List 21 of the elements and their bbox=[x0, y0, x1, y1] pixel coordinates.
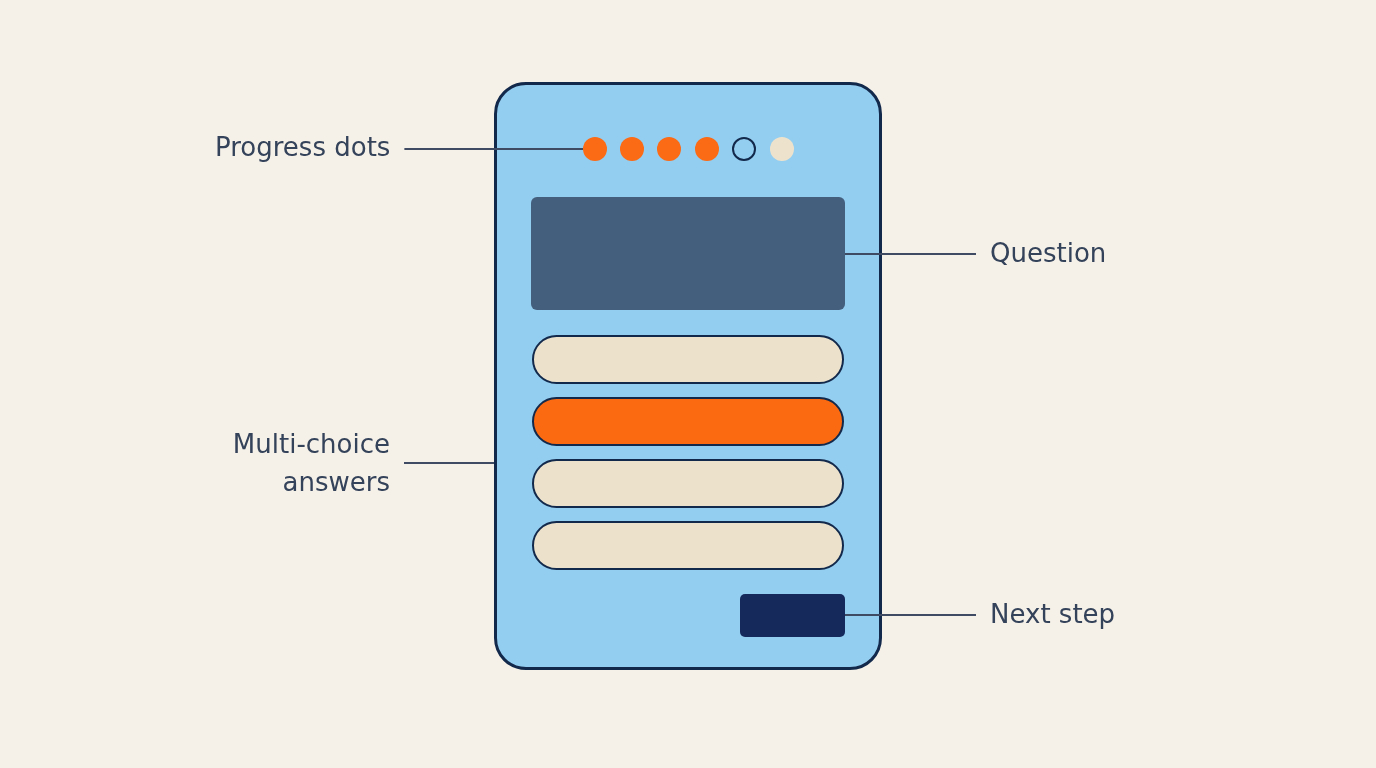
question-panel bbox=[531, 197, 845, 310]
leader-line bbox=[844, 614, 977, 616]
callout-label: Progress dots bbox=[215, 132, 391, 163]
phone-mockup bbox=[494, 82, 882, 670]
progress-ring-icon bbox=[732, 137, 756, 161]
progress-dot-icon bbox=[620, 137, 644, 161]
callout-label: Question bbox=[990, 238, 1107, 269]
leader-line bbox=[403, 462, 495, 464]
progress-dot-icon bbox=[770, 137, 794, 161]
leader-line bbox=[403, 148, 584, 150]
selected-answer-bar bbox=[532, 397, 844, 446]
leader-line bbox=[844, 253, 977, 255]
progress-dot-icon bbox=[583, 137, 607, 161]
answer-option-bar bbox=[532, 335, 844, 384]
progress-dot-icon bbox=[657, 137, 681, 161]
answer-option-bar bbox=[532, 459, 844, 508]
answer-option-bar bbox=[532, 521, 844, 570]
callout-label: Next step bbox=[990, 599, 1116, 630]
callout-label: Multi-choice answers bbox=[225, 425, 390, 501]
progress-dot-icon bbox=[695, 137, 719, 161]
next-button bbox=[740, 594, 845, 637]
